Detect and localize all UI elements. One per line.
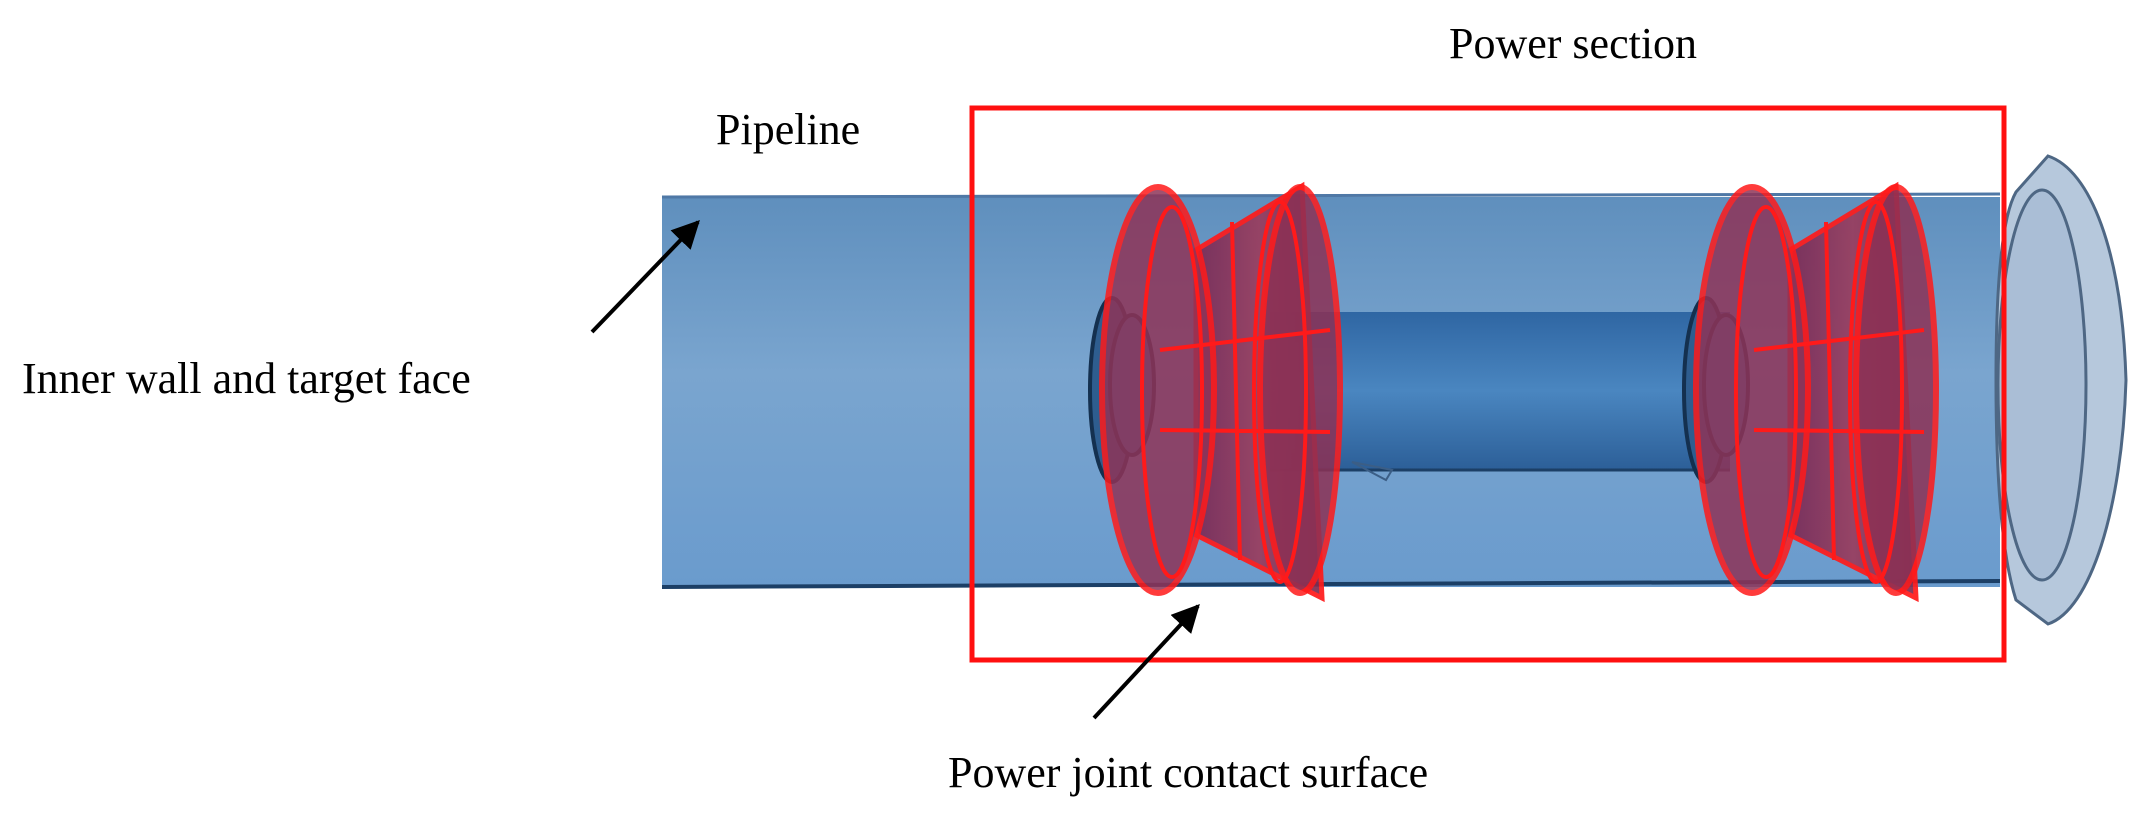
right-cup-rear-inner bbox=[1848, 200, 1904, 584]
shaft-notch bbox=[1351, 461, 1394, 482]
left-cup-rear-inner bbox=[1252, 200, 1308, 584]
pipe-bottom-edge bbox=[661, 579, 2001, 589]
left-power-joint bbox=[1088, 181, 1343, 603]
inner-wall-label: Inner wall and target face bbox=[22, 354, 471, 403]
left-cup-front-inner bbox=[1140, 205, 1204, 579]
right-cone-lines bbox=[1753, 221, 1925, 561]
left-cone-lines bbox=[1159, 221, 1331, 561]
pipe-top-edge bbox=[661, 192, 2001, 199]
right-cup-rear bbox=[1853, 184, 1939, 596]
right-power-joint bbox=[1682, 181, 1939, 603]
left-cup-front bbox=[1099, 184, 1217, 596]
left-cup-rear bbox=[1257, 184, 1343, 596]
pipe-end-cap bbox=[1994, 154, 2128, 626]
right-cup-front-inner bbox=[1734, 205, 1798, 579]
power-section-box bbox=[969, 105, 2007, 663]
end-cap-face bbox=[1996, 188, 2088, 582]
power-section-label: Power section bbox=[1449, 19, 1698, 68]
arrow-icon bbox=[590, 219, 700, 334]
drive-shaft bbox=[1270, 312, 1730, 482]
right-cup-front bbox=[1693, 184, 1811, 596]
pipeline-label: Pipeline bbox=[716, 105, 861, 154]
contact-surface-label: Power joint contact surface bbox=[948, 748, 1429, 797]
shaft-body bbox=[1270, 312, 1730, 470]
arrow-icon bbox=[1092, 603, 1200, 720]
